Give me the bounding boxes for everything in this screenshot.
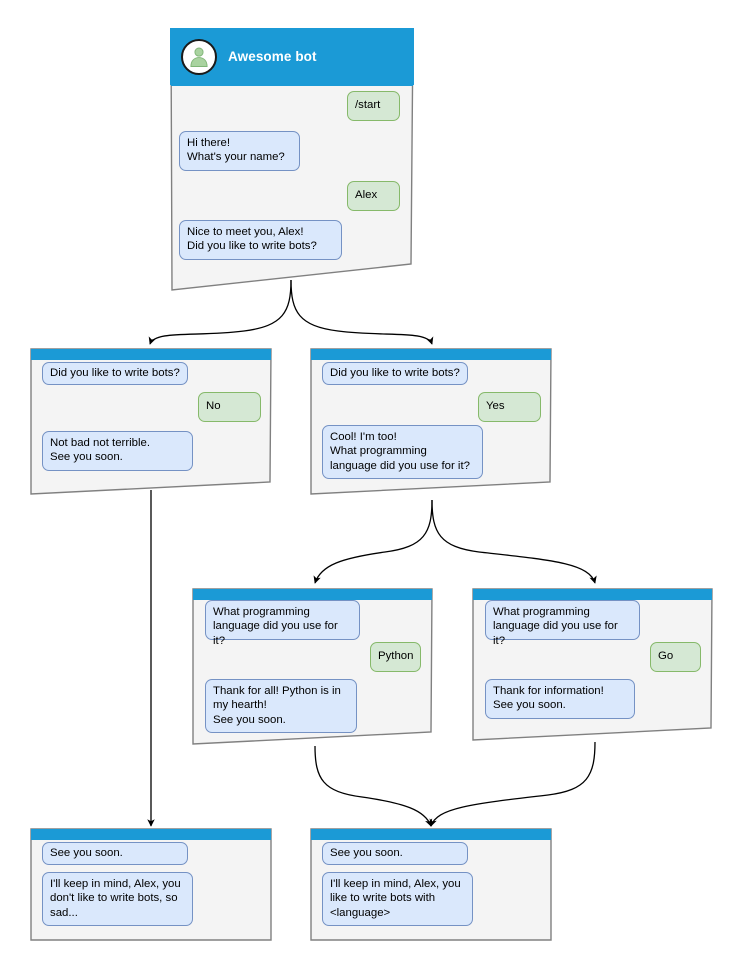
node-yes-branch-body: Did you like to write bots? Yes Cool! I'… xyxy=(310,348,552,496)
bubble-end-happy-1[interactable]: I'll keep in mind, Alex, you like to wri… xyxy=(322,872,473,926)
node-root-header: Awesome bot xyxy=(170,28,414,85)
node-end-sad[interactable]: See you soon. I'll keep in mind, Alex, y… xyxy=(30,828,272,941)
bubble-python-1[interactable]: Python xyxy=(370,642,421,672)
bubble-end-sad-1[interactable]: I'll keep in mind, Alex, you don't like … xyxy=(42,872,193,926)
edge-go-to-end-happy xyxy=(429,741,596,827)
bubble-yes-1[interactable]: Yes xyxy=(478,392,541,422)
bubble-python-2[interactable]: Thank for all! Python is in my hearth! S… xyxy=(205,679,357,733)
edge-yes-to-python xyxy=(313,499,433,584)
bubble-go-1[interactable]: Go xyxy=(650,642,701,672)
bubble-yes-2[interactable]: Cool! I'm too! What programming language… xyxy=(322,425,483,479)
bubble-python-0[interactable]: What programming language did you use fo… xyxy=(205,600,360,647)
bubble-go-2[interactable]: Thank for information! See you soon. xyxy=(485,679,635,719)
node-root-title: Awesome bot xyxy=(228,49,317,64)
user-avatar-icon xyxy=(181,38,217,75)
bubble-no-2[interactable]: Not bad not terrible. See you soon. xyxy=(42,431,193,471)
node-go-branch-body: What programming language did you use fo… xyxy=(472,588,713,742)
bubble-end-happy-0[interactable]: See you soon. xyxy=(322,842,468,865)
node-end-happy-body: See you soon. I'll keep in mind, Alex, y… xyxy=(310,828,552,941)
edge-yes-to-go xyxy=(431,499,597,584)
bubble-root-0[interactable]: /start xyxy=(347,91,400,121)
node-no-branch[interactable]: Did you like to write bots? No Not bad n… xyxy=(30,348,272,496)
bubble-root-1[interactable]: Hi there! What's your name? xyxy=(179,131,300,171)
bubble-no-0[interactable]: Did you like to write bots? xyxy=(42,362,188,385)
node-root[interactable]: Awesome bot /start Hi there! What's your… xyxy=(170,28,414,292)
node-go-branch[interactable]: What programming language did you use fo… xyxy=(472,588,713,742)
node-yes-branch[interactable]: Did you like to write bots? Yes Cool! I'… xyxy=(310,348,552,496)
bubble-yes-0[interactable]: Did you like to write bots? xyxy=(322,362,468,385)
node-root-body: Awesome bot /start Hi there! What's your… xyxy=(170,28,414,292)
bubble-go-0[interactable]: What programming language did you use fo… xyxy=(485,600,640,647)
node-end-happy[interactable]: See you soon. I'll keep in mind, Alex, y… xyxy=(310,828,552,941)
node-python-branch-body: What programming language did you use fo… xyxy=(192,588,433,746)
node-python-branch[interactable]: What programming language did you use fo… xyxy=(192,588,433,746)
bubble-end-sad-0[interactable]: See you soon. xyxy=(42,842,188,865)
edge-python-to-end-happy xyxy=(314,745,433,827)
node-end-sad-body: See you soon. I'll keep in mind, Alex, y… xyxy=(30,828,272,941)
bubble-root-2[interactable]: Alex xyxy=(347,181,400,211)
bubble-no-1[interactable]: No xyxy=(198,392,261,422)
bubble-root-3[interactable]: Nice to meet you, Alex! Did you like to … xyxy=(179,220,342,260)
node-no-branch-body: Did you like to write bots? No Not bad n… xyxy=(30,348,272,496)
